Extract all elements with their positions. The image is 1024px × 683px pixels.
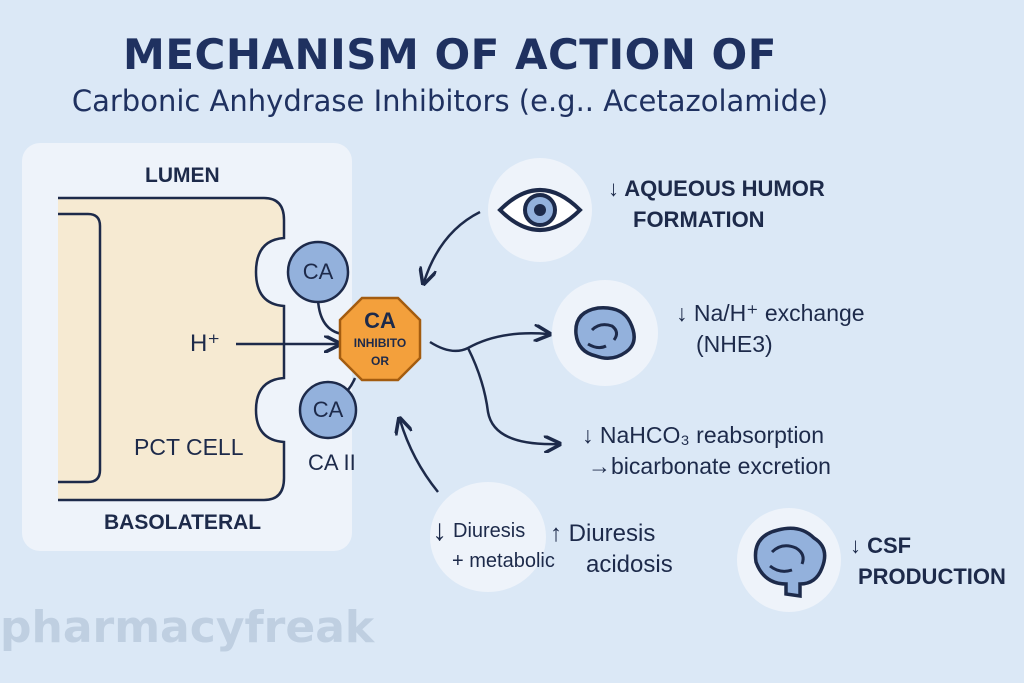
pct-cell-label: PCT CELL xyxy=(134,434,244,460)
inhibitor-label-line1: INHIBITO xyxy=(353,336,407,350)
eye-icon xyxy=(497,188,583,232)
brain-icon xyxy=(753,526,827,599)
ca-link-top xyxy=(316,299,343,336)
arrow-diuresis-to-inhibitor xyxy=(400,420,439,493)
acidosis-label: acidosis xyxy=(586,551,673,578)
watermark: pharmacyfreak xyxy=(0,602,375,653)
diuresis-left-label: Diuresis xyxy=(453,520,526,542)
ca-enzyme-top xyxy=(286,240,350,304)
basolateral-label: BASOLATERAL xyxy=(104,511,262,534)
arrow-to-kidney xyxy=(429,333,548,353)
nahco3-effect: ↓ NaHCO₃ reabsorption →bicarbonate excre… xyxy=(582,420,831,482)
csf-line2: PRODUCTION xyxy=(858,564,1006,589)
ca-bottom-label: CA xyxy=(312,397,344,422)
arrow-eye-to-inhibitor xyxy=(424,210,481,282)
nahco3-line2: →bicarbonate excretion xyxy=(588,453,831,479)
diuresis-up-label: ↑ Diuresis xyxy=(550,520,656,547)
ca-ii-label: CA II xyxy=(308,450,356,475)
aqueous-line2: FORMATION xyxy=(633,207,765,232)
aqueous-line1: ↓ AQUEOUS HUMOR xyxy=(608,176,825,201)
csf-effect: ↓ CSF PRODUCTION xyxy=(850,530,1006,592)
page-title: MECHANISM OF ACTION OF xyxy=(123,30,777,79)
na-h-exchange-effect: ↓ Na/H⁺ exchange (NHE3) xyxy=(676,298,865,360)
inhibitor-label-line2: OR xyxy=(371,354,389,368)
ca-enzyme-bottom xyxy=(298,380,358,440)
kidney-icon xyxy=(574,306,636,360)
na-h-line1: ↓ Na/H⁺ exchange xyxy=(676,300,865,326)
ca-inhibitor-octagon xyxy=(338,296,422,382)
arrow-to-nahco3 xyxy=(466,347,558,444)
diuresis-down-arrow: ↓ xyxy=(432,514,447,547)
inhibitor-label-top: CA xyxy=(364,308,396,333)
ca-top-label: CA xyxy=(302,259,334,284)
metabolic-label: + metabolic xyxy=(452,550,555,572)
nahco3-line1: ↓ NaHCO₃ reabsorption xyxy=(582,422,825,448)
page-subtitle: Carbonic Anhydrase Inhibitors (e.g.. Ace… xyxy=(71,84,829,118)
aqueous-humor-effect: ↓ AQUEOUS HUMOR FORMATION xyxy=(608,173,825,235)
h-plus-label: H⁺ xyxy=(190,330,220,357)
lumen-label: LUMEN xyxy=(145,164,220,187)
csf-line1: ↓ CSF xyxy=(850,533,912,558)
na-h-line2: (NHE3) xyxy=(696,331,773,357)
diuresis-circle xyxy=(430,482,546,592)
pct-cell-body xyxy=(58,196,286,502)
